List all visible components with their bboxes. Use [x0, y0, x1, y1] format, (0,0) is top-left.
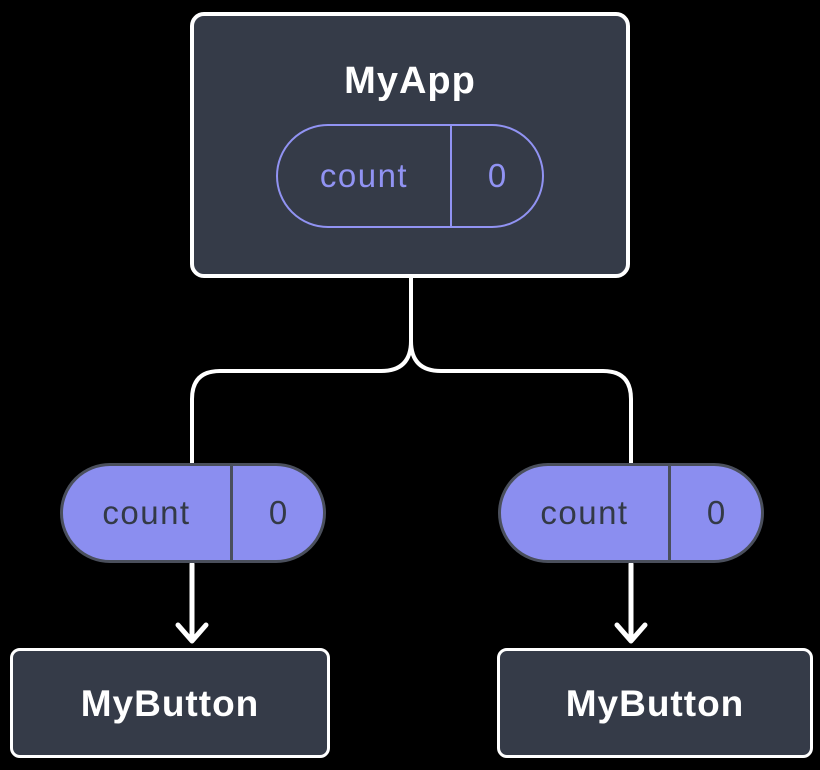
left-mybutton-box: MyButton [10, 648, 330, 758]
myapp-title: MyApp [344, 60, 476, 102]
prop-name-label: count [540, 494, 629, 531]
branch-left-path [190, 276, 413, 464]
pill-divider [450, 126, 452, 226]
prop-value: 0 [706, 494, 726, 531]
arrow-right-head-icon [614, 622, 648, 644]
prop-value: 0 [268, 494, 288, 531]
branch-right-path [409, 276, 633, 464]
pill-divider [668, 466, 671, 560]
myapp-state-pill: count 0 [276, 124, 544, 228]
right-prop-pill: count 0 [498, 463, 764, 563]
right-mybutton-box: MyButton [497, 648, 813, 758]
state-name-label: count [319, 157, 409, 194]
left-prop-pill: count 0 [60, 463, 326, 563]
arrow-left-head-icon [175, 622, 209, 644]
prop-name-label: count [102, 494, 191, 531]
left-mybutton-title: MyButton [80, 682, 260, 724]
myapp-component-box: MyApp count 0 [190, 12, 630, 278]
right-mybutton-title: MyButton [565, 682, 745, 724]
state-value: 0 [487, 157, 507, 194]
pill-divider [230, 466, 233, 560]
